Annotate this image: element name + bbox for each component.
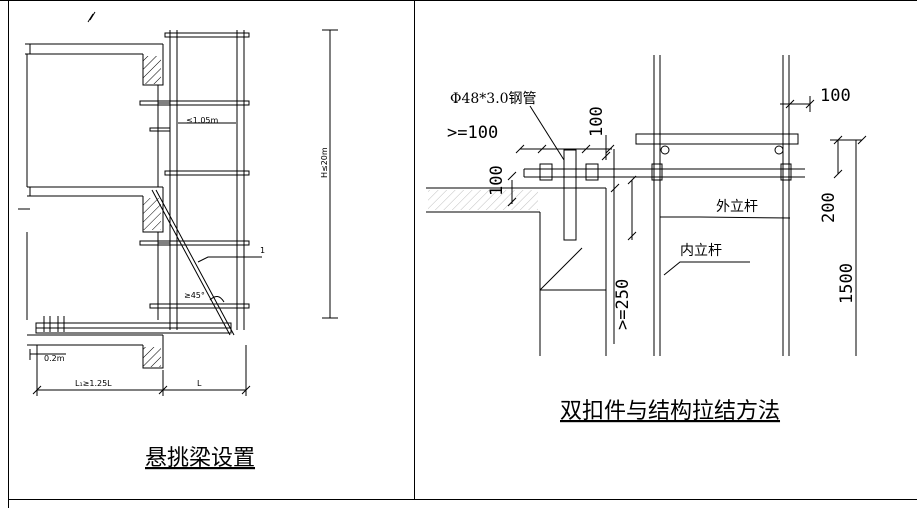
label-leader-number: 1	[260, 246, 265, 255]
beam-hatch-bottom	[143, 347, 161, 367]
label-1500: 1500	[837, 263, 857, 304]
label-pipe-spec: Φ48*3.0钢管	[450, 91, 537, 107]
label-outer-pole: 外立杆	[716, 199, 758, 215]
right-caption: 双扣件与结构拉结方法	[560, 399, 780, 424]
label-anchor-length: L₁≥1.25L	[75, 379, 112, 388]
label-100-top: 100	[587, 106, 607, 137]
slab-hatch	[428, 190, 538, 210]
beam-hatch-top	[143, 56, 161, 84]
label-overhang: L	[197, 379, 202, 388]
left-panel-labels: ≤1.05m H≤20m 1 ≥45° 0.2m L₁≥1.25L L	[44, 116, 329, 388]
label-100-left: 100	[487, 165, 507, 196]
label-200: 200	[819, 192, 839, 223]
label-angle: ≥45°	[184, 291, 205, 300]
label-ge100: >=100	[447, 123, 498, 143]
label-ge250: >=250	[613, 279, 633, 330]
label-100-right: 100	[820, 86, 851, 106]
left-caption: 悬挑梁设置	[145, 446, 255, 471]
label-inner-pole: 内立杆	[680, 243, 722, 259]
beam-hatch-mid	[143, 198, 161, 230]
label-spacing: ≤1.05m	[186, 116, 219, 125]
cantilever-beam-diagram	[18, 11, 338, 396]
label-cantilever: 0.2m	[44, 354, 65, 363]
label-height: H≤20m	[320, 147, 329, 178]
right-panel-labels: Φ48*3.0钢管 >=100 100 100 100 200 >=250 15…	[447, 86, 857, 330]
double-clamp-diagram	[426, 55, 867, 356]
